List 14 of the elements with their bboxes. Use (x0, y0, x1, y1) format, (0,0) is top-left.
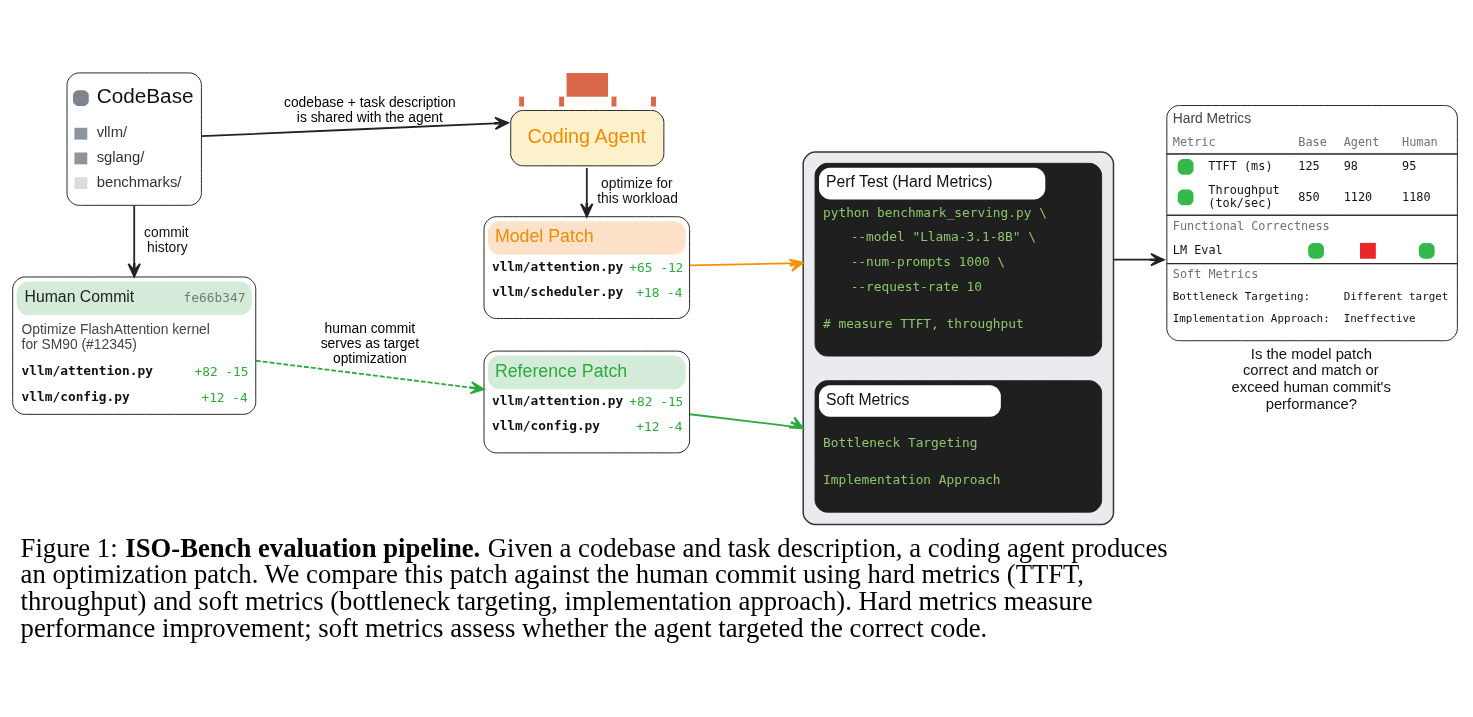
arrow (580, 166, 594, 218)
arrow (255, 359, 485, 394)
node-label: Is the model patch correct and match or exceed human commit's performance? (1231, 345, 1391, 412)
arrow (688, 258, 805, 272)
edge-label: commit history (144, 223, 189, 255)
arrow (200, 116, 509, 137)
arrow (1112, 252, 1165, 266)
cluster (802, 150, 1115, 525)
arrow (688, 412, 805, 429)
edge-label: optimize for this workload (597, 174, 678, 206)
caption: Figure 1: ISO-Bench evaluation pipeline. Given a codebase and task description, a coding agent produces an optimization patch. We compare this patch against the human commit using hard metrics (TTFT, throughput) and soft metrics (bottleneck targeting, implementation approach). Hard metrics measure performance improvement; soft metrics assess whether the agent targeted the correct code. (20, 532, 1168, 643)
arrow (127, 204, 141, 278)
edge-label: human commit serves as target optimization (320, 319, 420, 366)
edge-label: codebase + task description is shared with the agent (283, 93, 456, 125)
